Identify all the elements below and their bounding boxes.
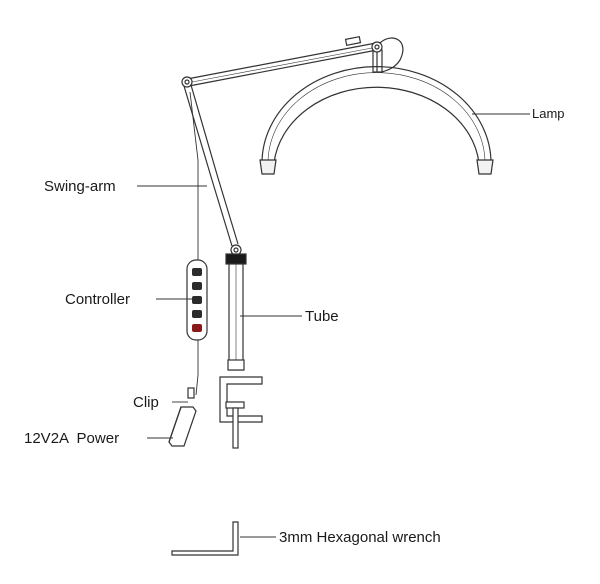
power-cable [189, 91, 199, 396]
label-lamp: Lamp [532, 106, 565, 121]
controller-button [192, 268, 202, 276]
label-controller: Controller [65, 291, 130, 308]
label-power: 12V2A Power [24, 430, 119, 447]
clip [219, 376, 263, 449]
power-adapter [168, 387, 197, 447]
hexagonal-wrench [171, 521, 239, 556]
lamp [259, 49, 494, 175]
tube [225, 253, 247, 371]
label-clip: Clip [133, 394, 159, 411]
leader-lines [137, 113, 530, 538]
controller-button [192, 296, 202, 304]
controller-button [192, 282, 202, 290]
swing-arm [181, 36, 404, 256]
controller [186, 259, 208, 341]
controller-button [192, 310, 202, 318]
label-swing-arm: Swing-arm [44, 178, 116, 195]
label-wrench: 3mm Hexagonal wrench [279, 529, 441, 546]
controller-button [192, 324, 202, 332]
label-tube: Tube [305, 308, 339, 325]
